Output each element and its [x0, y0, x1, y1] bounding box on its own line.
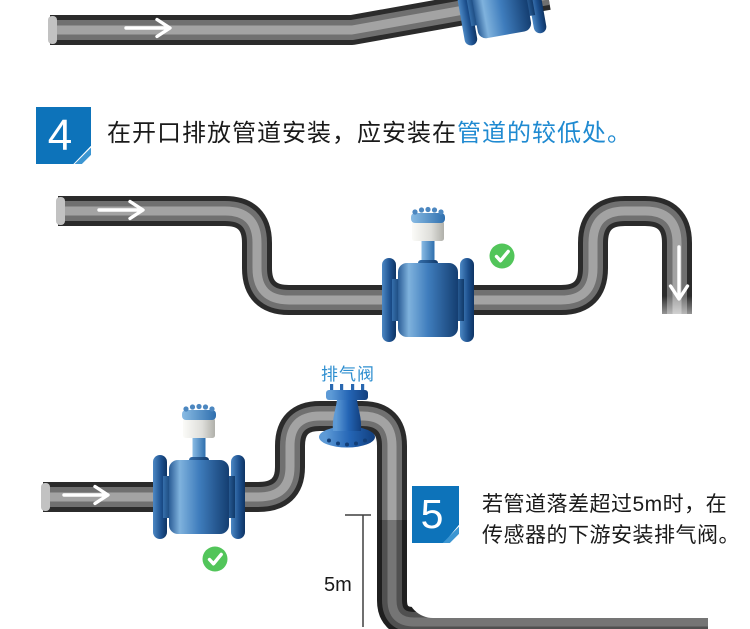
text-panel: [407, 452, 750, 618]
step4-caption-text: 在开口排放管道安装，应安装在: [107, 120, 457, 147]
step4-badge-background: [36, 107, 91, 164]
flowmeter-low-point: [382, 206, 474, 342]
step4-badge: 4: [36, 107, 91, 164]
step4-caption: 在开口排放管道安装，应安装在管道的较低处。: [107, 119, 632, 149]
vent-valve: [319, 384, 375, 448]
check-icon: [487, 241, 517, 271]
measure-line: [345, 514, 371, 627]
middle-pipe: [56, 196, 698, 332]
flowmeter-upstream: [153, 403, 245, 539]
step5-caption-line1: 若管道落差超过5m时，在: [482, 493, 728, 516]
step5-caption-line2: 传感器的下游安装排气阀。: [482, 524, 740, 547]
drop-height-label: 5m: [324, 574, 352, 596]
vent-valve-label: 排气阀: [321, 365, 375, 384]
step5-badge-background: [412, 486, 459, 543]
step5-badge: 5: [412, 486, 459, 543]
step5-number: 5: [420, 491, 444, 537]
step4-caption-highlight: 管道的较低处。: [457, 120, 632, 147]
step5-caption: 若管道落差超过5m时，在 传感器的下游安装排气阀。: [482, 489, 740, 551]
check-icon: [200, 544, 230, 574]
step4-number: 4: [47, 110, 73, 160]
